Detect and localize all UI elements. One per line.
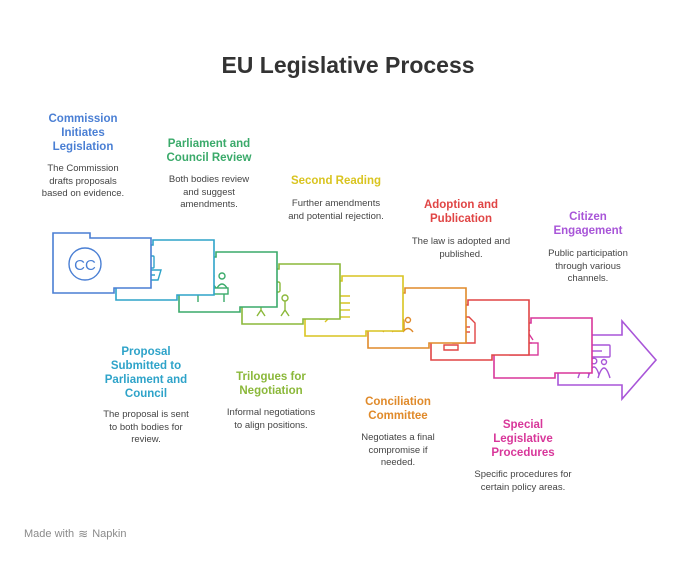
step-2-desc: The proposal is sent to both bodies for …: [103, 409, 189, 445]
step-8-desc: Specific procedures for certain policy a…: [474, 469, 572, 493]
step-7-desc: The law is adopted and published.: [411, 236, 511, 260]
step-7-title: Adoption and Publication: [423, 199, 499, 225]
step-3-title: Parliament and Council Review: [166, 138, 252, 164]
step-5-desc: Further amendments and potential rejecti…: [288, 198, 384, 222]
footer-made-with: Made with: [24, 528, 75, 540]
svg-text:CC: CC: [74, 257, 96, 274]
step-shape-1: CC: [52, 232, 152, 294]
step-1-title: Commission Initiates Legislation: [48, 113, 118, 153]
step-8-title: Special Legislative Procedures: [491, 419, 555, 459]
step-6-title: Conciliation Committee: [365, 396, 431, 422]
napkin-logo-icon: ≋: [78, 527, 89, 541]
step-2-title: Proposal Submitted to Parliament and Cou…: [104, 346, 188, 400]
step-1-desc: The Commission drafts proposals based on…: [41, 163, 125, 199]
step-4-desc: Informal negotiations to align positions…: [226, 407, 316, 431]
step-9-title: Citizen Engagement: [553, 211, 623, 237]
step-6-desc: Negotiates a final compromise if needed.: [361, 432, 435, 468]
step-3-desc: Both bodies review and suggest amendment…: [168, 174, 250, 210]
footer-brand: Napkin: [92, 528, 127, 540]
step-5-title: Second Reading: [290, 175, 382, 187]
step-4-title: Trilogues for Negotiation: [236, 371, 306, 397]
copyright-cc-icon: CC: [68, 247, 102, 281]
step-9-desc: Public participation through various cha…: [548, 248, 628, 284]
footer-attribution: Made with ≋ Napkin: [24, 527, 126, 541]
diagram-title: EU Legislative Process: [221, 52, 475, 78]
